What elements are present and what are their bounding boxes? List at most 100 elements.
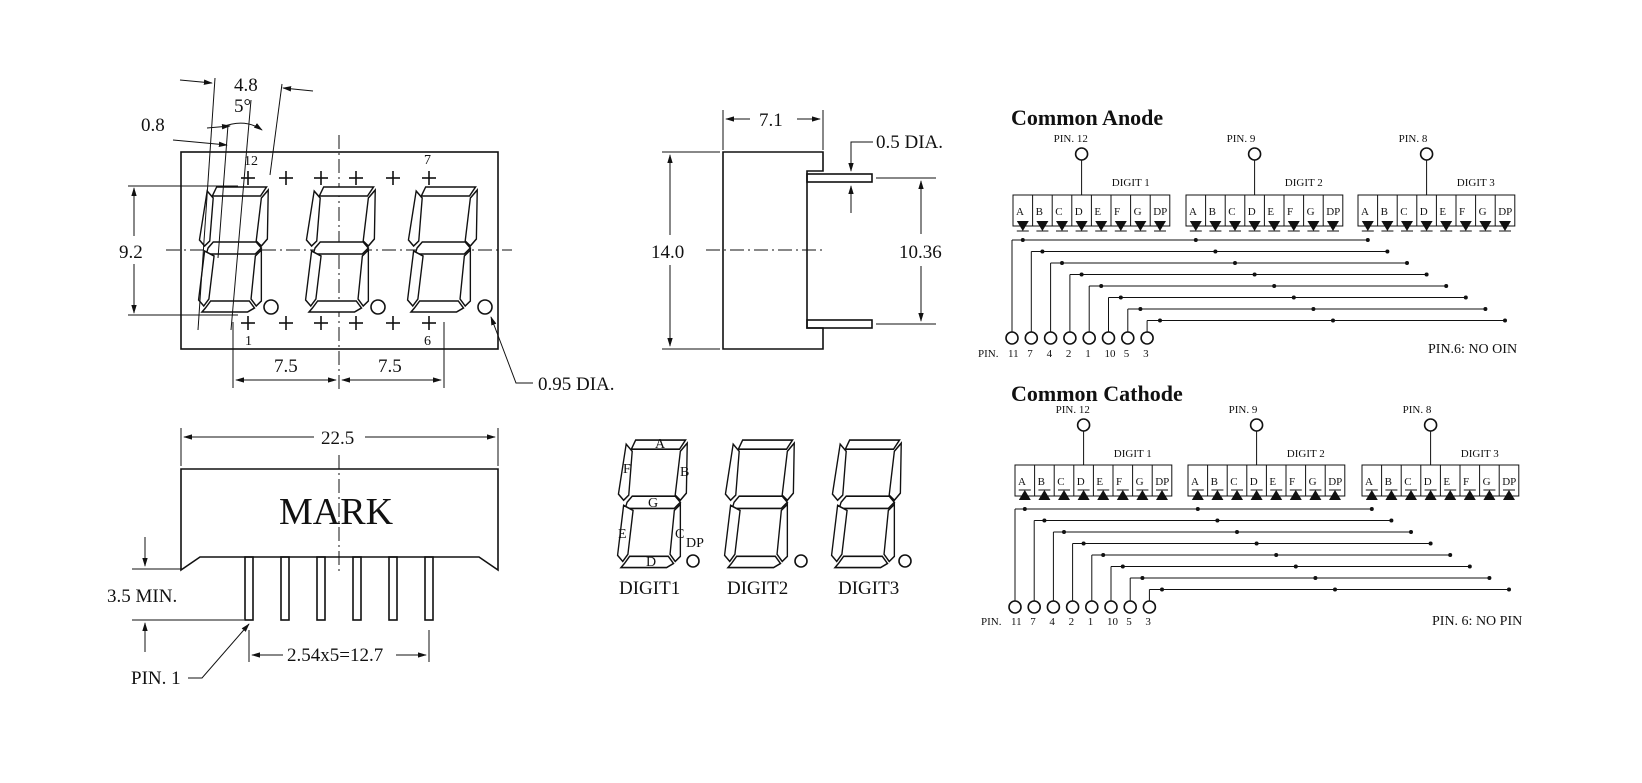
segment-pin-number: 7 [1030, 616, 1036, 628]
diode-icon [1018, 490, 1031, 500]
segment-letter: C [1055, 206, 1062, 218]
segment-digit3-label: DIGIT3 [838, 578, 899, 599]
segment-pin-number: 4 [1047, 348, 1053, 360]
bottom-dim-pin-pitch: 2.54x5=12.7 [287, 645, 383, 666]
segment-pin [1043, 331, 1058, 345]
segment-pin [1065, 600, 1080, 614]
common-pin-label: PIN. 9 [1227, 133, 1256, 145]
diode-icon [1136, 490, 1149, 500]
front-dp-1 [263, 299, 279, 315]
segment-pin-number: 11 [1008, 348, 1019, 360]
diode-icon [1075, 221, 1088, 231]
common-pin [1076, 418, 1091, 432]
segment-pin [1063, 331, 1077, 345]
common-anode-title: Common Anode [1011, 105, 1163, 130]
segment-pin [1085, 600, 1099, 614]
segment-dp-2 [794, 554, 808, 568]
diode-icon [1189, 221, 1202, 231]
segment-pin [1005, 331, 1019, 345]
diode-icon [1424, 490, 1437, 500]
segment-letter: E [1094, 206, 1101, 218]
front-pin-12-label: 12 [244, 154, 258, 169]
diode-icon [1463, 490, 1476, 500]
segment-pin-number: 10 [1107, 616, 1119, 628]
segment-letter: D [1424, 476, 1432, 488]
diode-icon [1250, 490, 1263, 500]
segment-pin [1008, 600, 1022, 614]
diode-icon [1327, 221, 1339, 231]
segment-letter: B [1381, 206, 1388, 218]
segment-pin-number: 3 [1145, 616, 1151, 628]
segment-pin-number: 1 [1085, 348, 1091, 360]
segment-letter: D [1248, 206, 1256, 218]
common-cathode-schematic: Common Cathode PIN. PIN. 6: NO PIN PIN. … [981, 381, 1522, 629]
segment-identification: A B C D E F G DP DIGIT1 DIGIT2 DIGIT3 [616, 437, 912, 599]
mark-label: MARK [279, 491, 394, 533]
diode-icon [1077, 490, 1090, 500]
common-cathode-title: Common Cathode [1011, 381, 1183, 406]
side-dim-10-36: 10.36 [899, 242, 942, 263]
segment-letter: G [1307, 206, 1315, 218]
segment-letter: C [1057, 476, 1064, 488]
diode-icon [1420, 221, 1433, 231]
segment-pin-number: 2 [1069, 616, 1075, 628]
segment-pin [1101, 331, 1116, 345]
diode-icon [1209, 221, 1222, 231]
segment-letter: D [1077, 476, 1085, 488]
segment-letter: B [1385, 476, 1392, 488]
segment-letter: A [1189, 206, 1197, 218]
segment-letter: F [1289, 476, 1295, 488]
segment-letter: A [1191, 476, 1199, 488]
segment-letter: F [1463, 476, 1469, 488]
segment-pin [1142, 600, 1157, 614]
segment-letter: C [1230, 476, 1237, 488]
diode-icon [1116, 490, 1129, 500]
front-pin-6-label: 6 [424, 334, 431, 349]
segment-letter: A [1361, 206, 1369, 218]
segment-pin [1121, 331, 1135, 345]
segment-letter: F [1459, 206, 1465, 218]
segment-letter: E [1443, 476, 1450, 488]
segment-letter: E [1269, 476, 1276, 488]
diode-icon [1156, 490, 1168, 500]
common-pin-label: PIN. 9 [1229, 404, 1258, 416]
front-dim-dp-dia: 0.95 DIA. [538, 374, 615, 395]
segment-pin [1027, 600, 1041, 614]
front-pin-7-label: 7 [424, 153, 431, 168]
segment-pin-number: 3 [1143, 348, 1149, 360]
diode-icon [1499, 221, 1511, 231]
segment-label-d: D [646, 555, 656, 570]
front-dim-arrow [282, 86, 314, 92]
front-view: 12 7 1 6 4.8 5° 0.8 9.2 7.5 7.5 0.95 DIA… [119, 75, 615, 395]
digit-label: DIGIT 3 [1461, 448, 1499, 460]
diode-icon [1268, 221, 1281, 231]
side-dim-7-1: 7.1 [759, 110, 783, 131]
side-dim-pin-dia: 0.5 DIA. [876, 132, 943, 153]
segment-pin [1082, 331, 1096, 345]
segment-pin-number: 10 [1105, 348, 1117, 360]
diode-icon [1134, 221, 1147, 231]
front-ext-line [230, 99, 252, 331]
diode-icon [1459, 221, 1472, 231]
front-digit-1 [197, 186, 270, 313]
common-anode-pin-prefix: PIN. [978, 348, 999, 360]
segment-letter: B [1209, 206, 1216, 218]
segment-pin-number: 5 [1124, 348, 1130, 360]
diode-icon [1361, 221, 1374, 231]
segment-pin-number: 1 [1088, 616, 1094, 628]
segment-letter: G [1309, 476, 1317, 488]
diode-icon [1270, 490, 1283, 500]
bottom-pin [244, 556, 254, 621]
common-anode-note: PIN.6: NO OIN [1428, 342, 1517, 357]
diode-icon [1405, 490, 1417, 500]
common-pin-label: PIN. 12 [1054, 133, 1088, 145]
segment-letter: B [1036, 206, 1043, 218]
common-anode-schematic: Common Anode PIN. PIN.6: NO OIN PIN. 12D… [978, 105, 1517, 360]
segment-letter: DP [1498, 206, 1512, 218]
segment-pin-number: 11 [1011, 616, 1022, 628]
common-pin-label: PIN. 8 [1403, 404, 1432, 416]
diode-icon [1483, 490, 1496, 500]
segment-letter: DP [1326, 206, 1340, 218]
